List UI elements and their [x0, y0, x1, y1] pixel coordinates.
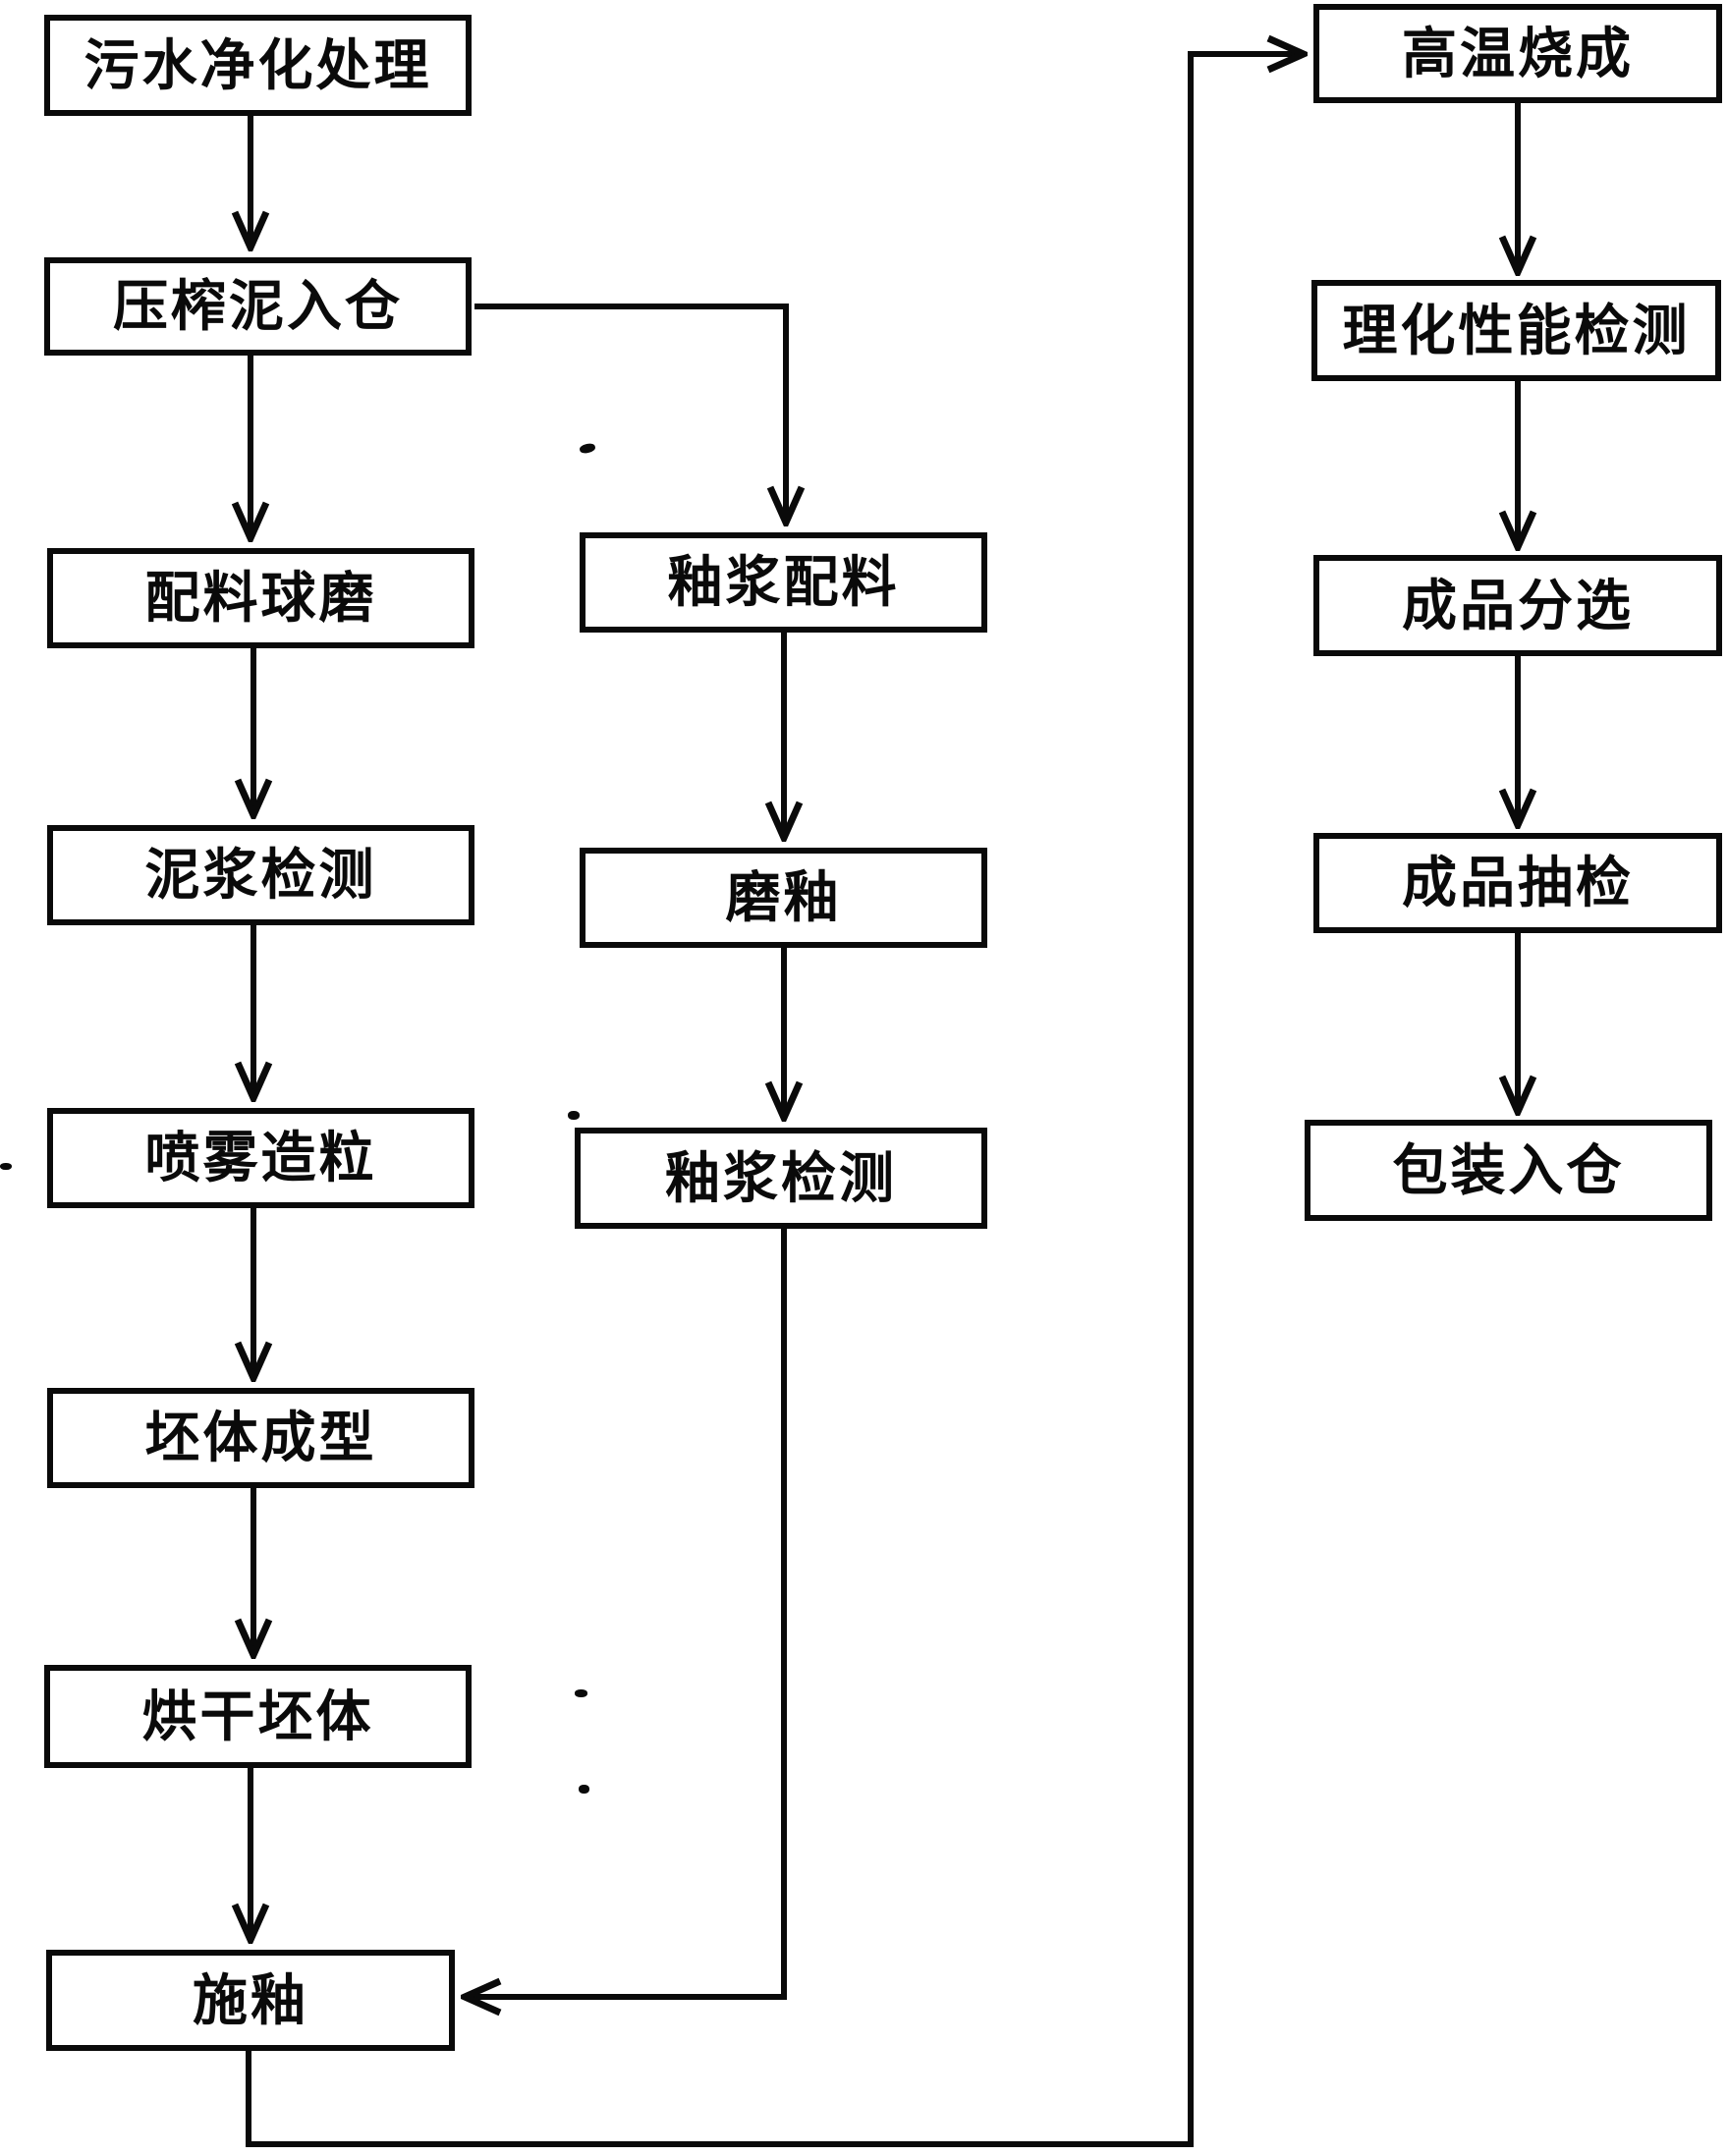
node-glazing: 施釉: [46, 1950, 455, 2051]
scan-speck: [568, 1111, 580, 1120]
node-glaze-grinding: 磨釉: [580, 848, 987, 948]
node-glaze-batching: 釉浆配料: [580, 532, 987, 633]
node-pressed-mud-storage: 压榨泥入仓: [44, 257, 472, 356]
edge-glaze-test-to-glazing: [465, 1229, 787, 1997]
node-packing-storage: 包装入仓: [1305, 1120, 1712, 1221]
node-glaze-slurry-testing: 釉浆检测: [575, 1128, 987, 1229]
node-sewage-treatment: 污水净化处理: [44, 15, 472, 116]
node-slurry-testing: 泥浆检测: [47, 825, 474, 925]
node-batching-ball-milling: 配料球磨: [47, 548, 474, 648]
scan-speck: [579, 1785, 589, 1794]
node-spray-granulation: 喷雾造粒: [47, 1108, 474, 1208]
node-body-drying: 烘干坯体: [44, 1665, 472, 1768]
scan-speck: [575, 1689, 587, 1697]
edge-glazing-to-firing: [246, 54, 1304, 2147]
scan-speck: [0, 1163, 12, 1170]
node-product-sampling: 成品抽检: [1313, 833, 1722, 933]
edge-mud-to-glaze-batching: [474, 304, 786, 523]
node-product-sorting: 成品分选: [1313, 555, 1722, 656]
node-physchem-testing: 理化性能检测: [1311, 280, 1721, 381]
node-high-temp-firing: 高温烧成: [1313, 4, 1722, 103]
node-body-forming: 坯体成型: [47, 1388, 474, 1488]
